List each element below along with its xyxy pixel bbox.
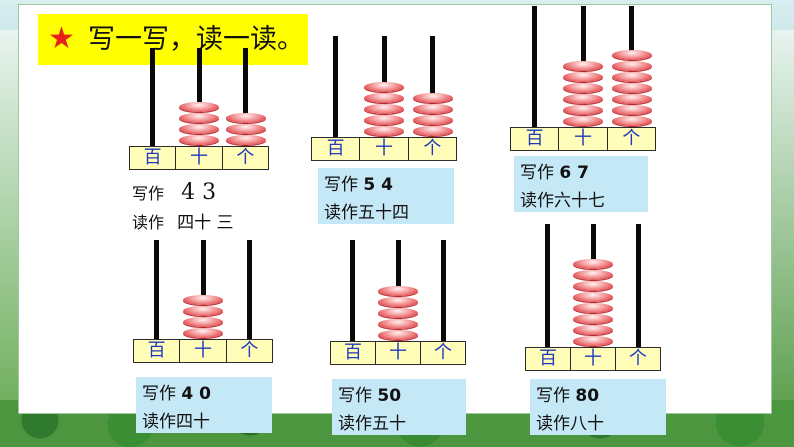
bead-ones (412, 115, 453, 125)
place-label-hundreds: 百 (331, 342, 376, 364)
place-value-frame: 百十个 (525, 347, 661, 371)
bead-tens (378, 308, 418, 318)
bead-tens (378, 319, 418, 329)
bead-ones (611, 83, 652, 93)
bead-tens (378, 286, 418, 296)
bead-tens (573, 259, 613, 269)
bead-tens (573, 303, 613, 313)
page-title: 写一写，读一读。 (88, 24, 304, 55)
answer-box-6: 写作 80 读作八十 (530, 379, 666, 435)
place-label-tens: 十 (180, 340, 227, 362)
bead-tens (378, 297, 418, 307)
answer-read-1: 读作 四十 三 (132, 213, 234, 233)
bead-tens (573, 314, 613, 324)
bead-ones (225, 113, 266, 123)
place-label-tens: 十 (176, 147, 223, 169)
bead-tens (378, 330, 418, 340)
place-label-tens: 十 (571, 348, 616, 370)
place-label-hundreds: 百 (134, 340, 181, 362)
place-value-frame: 百十个 (510, 127, 656, 151)
background-left (0, 30, 18, 410)
place-label-ones: 个 (240, 340, 259, 361)
bead-tens (179, 124, 219, 134)
bead-tens (364, 82, 404, 92)
title-banner: ★ 写一写，读一读。 (38, 14, 308, 65)
place-label-hundreds: 百 (312, 138, 361, 160)
bead-tens (563, 72, 603, 82)
place-label-ones: 个 (622, 128, 641, 149)
rod-hundreds (332, 36, 338, 137)
bead-ones (611, 50, 652, 60)
rod-ones (440, 240, 446, 341)
star-icon: ★ (48, 21, 75, 56)
rod-ones (243, 48, 249, 146)
answer-box-5: 写作 50 读作五十 (332, 379, 466, 435)
bead-ones (611, 72, 652, 82)
bead-ones (611, 105, 652, 115)
bead-tens (183, 317, 223, 327)
bead-tens (183, 328, 223, 338)
bead-ones (412, 104, 453, 114)
answer-write-1: 写作 4 3 (132, 180, 217, 205)
background-right (770, 30, 794, 410)
rod-hundreds (545, 224, 551, 347)
bead-tens (183, 306, 223, 316)
rod-tens (200, 240, 206, 339)
bead-tens (179, 102, 219, 112)
place-value-frame: 百十个 (311, 137, 457, 161)
place-label-hundreds: 百 (526, 348, 571, 370)
answer-box-4: 写作 4 0 读作四十 (136, 377, 272, 433)
rod-hundreds (149, 48, 155, 146)
bead-ones (611, 61, 652, 71)
bead-ones (611, 94, 652, 104)
place-label-hundreds: 百 (130, 147, 177, 169)
answer-box-3: 写作 6 7 读作六十七 (514, 156, 648, 212)
bead-tens (563, 83, 603, 93)
rod-hundreds (350, 240, 356, 341)
bead-tens (183, 295, 223, 305)
place-label-ones: 个 (423, 138, 442, 159)
bead-tens (364, 126, 404, 136)
bead-tens (364, 104, 404, 114)
bead-tens (364, 93, 404, 103)
bead-ones (412, 93, 453, 103)
rod-ones (430, 36, 436, 137)
bead-tens (573, 281, 613, 291)
bead-tens (364, 115, 404, 125)
place-label-ones: 个 (236, 147, 255, 168)
bead-tens (573, 292, 613, 302)
bead-tens (573, 336, 613, 346)
rod-hundreds (531, 6, 537, 127)
bead-ones (412, 126, 453, 136)
rod-ones (635, 224, 641, 347)
bead-tens (563, 116, 603, 126)
bead-tens (563, 94, 603, 104)
place-label-tens: 十 (559, 128, 608, 150)
rod-ones (247, 240, 253, 339)
bead-tens (179, 113, 219, 123)
place-value-frame: 百十个 (330, 341, 466, 365)
bead-tens (573, 270, 613, 280)
place-label-tens: 十 (360, 138, 409, 160)
rod-hundreds (153, 240, 159, 339)
rod-tens (196, 48, 202, 146)
bead-ones (225, 124, 266, 134)
bead-tens (573, 325, 613, 335)
bead-tens (179, 135, 219, 145)
place-label-hundreds: 百 (511, 128, 560, 150)
bead-ones (611, 116, 652, 126)
place-label-ones: 个 (629, 348, 647, 369)
place-label-tens: 十 (376, 342, 421, 364)
bead-tens (563, 61, 603, 71)
bead-ones (225, 135, 266, 145)
place-value-frame: 百十个 (133, 339, 273, 363)
place-label-ones: 个 (434, 342, 452, 363)
place-value-frame: 百十个 (129, 146, 269, 170)
answer-box-2: 写作 5 4 读作五十四 (318, 168, 454, 224)
bead-tens (563, 105, 603, 115)
